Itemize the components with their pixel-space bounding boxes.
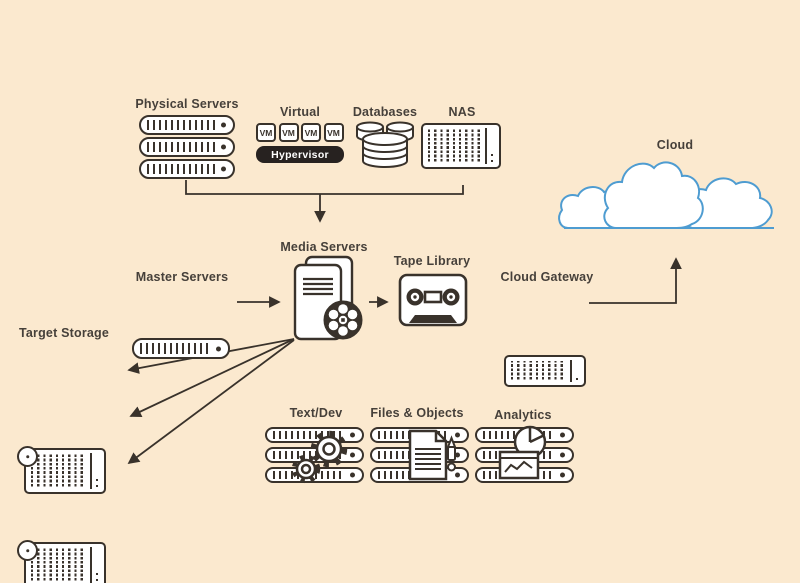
rack-led	[350, 452, 355, 458]
databases-label: Databases	[352, 105, 418, 119]
physical-servers-icon	[139, 115, 235, 179]
rack-stripes	[273, 431, 345, 439]
vm-icon: VM	[278, 123, 299, 142]
storage-dot	[95, 478, 98, 481]
server-rack-icon	[139, 115, 235, 135]
storage-dot	[95, 572, 98, 575]
rack-led	[455, 472, 460, 478]
rack-stripes	[147, 120, 216, 130]
storage-divider	[90, 547, 92, 583]
tape-library-icon	[398, 273, 468, 327]
nas-label: NAS	[448, 105, 476, 119]
rack-led	[560, 432, 565, 438]
files-objects-label: Files & Objects	[370, 406, 464, 420]
cloud-icon	[558, 161, 774, 229]
cloud-gateway-icon	[504, 355, 586, 387]
gateway-divider	[570, 360, 572, 382]
vm-group-icon: VM VM VM VM	[256, 123, 344, 142]
analytics-label: Analytics	[494, 408, 552, 422]
target-storage-label: Target Storage	[18, 326, 110, 340]
server-rack-icon	[139, 137, 235, 157]
storage-dot	[95, 578, 98, 581]
rack-led	[350, 472, 355, 478]
text-dev-label: Text/Dev	[289, 406, 343, 420]
disk-badge-center	[25, 454, 30, 459]
target-storage-unit-1	[17, 446, 106, 494]
document-icon	[408, 429, 457, 481]
vm-icon: VM	[323, 123, 344, 142]
gateway-drive-grid	[511, 361, 567, 381]
cloud-label: Cloud	[656, 138, 694, 152]
connector-top-bracket	[185, 180, 464, 195]
nas-dot	[490, 159, 493, 162]
rack-led	[560, 472, 565, 478]
vm-icon: VM	[301, 123, 321, 142]
rack-stripes	[147, 142, 216, 152]
disk-badge-center	[25, 548, 30, 553]
rack-led	[216, 346, 221, 351]
target-storage-unit-2	[17, 540, 106, 583]
pen-icon	[446, 435, 457, 472]
rack-led	[455, 452, 460, 458]
rack-led	[350, 432, 355, 438]
tape-library-label: Tape Library	[393, 254, 471, 268]
nas-dot	[490, 153, 493, 156]
physical-servers-label: Physical Servers	[135, 97, 239, 111]
rack-stripes	[273, 451, 345, 459]
rack-led	[221, 166, 226, 172]
hypervisor-bar: Hypervisor	[256, 146, 344, 163]
nas-divider	[485, 128, 487, 164]
connector-gateway-to-cloud	[589, 257, 682, 304]
vm-icon: VM	[256, 123, 276, 142]
disk-badge-icon	[17, 446, 38, 467]
disk-badge-icon	[17, 540, 38, 561]
connector-media-to-storage-3	[127, 339, 295, 465]
databases-icon	[356, 121, 414, 168]
storage-divider	[90, 453, 92, 489]
storage-dot	[95, 484, 98, 487]
gateway-dot	[575, 377, 578, 380]
cloud-gateway-label: Cloud Gateway	[500, 270, 594, 284]
virtual-label: Virtual	[279, 105, 321, 119]
server-rack-icon	[265, 427, 364, 443]
rack-led	[455, 432, 460, 438]
rack-stripes	[140, 343, 211, 354]
master-servers-label: Master Servers	[135, 270, 229, 284]
nas-icon	[421, 123, 501, 169]
rack-led	[560, 452, 565, 458]
rack-led	[221, 122, 226, 128]
media-servers-icon	[293, 255, 363, 341]
server-rack-icon	[139, 159, 235, 179]
storage-drive-grid	[31, 454, 87, 488]
gears-icon	[291, 430, 348, 484]
rack-led	[221, 144, 226, 150]
tape-reel-icon	[323, 300, 363, 340]
media-servers-label: Media Servers	[280, 240, 368, 254]
connector-media-to-storage-2	[129, 338, 295, 418]
master-servers-icon	[132, 338, 230, 359]
storage-drive-grid	[31, 548, 87, 582]
line-graph-icon	[498, 450, 540, 480]
rack-stripes	[147, 164, 216, 174]
nas-drive-grid	[428, 129, 482, 163]
charts-icon	[498, 425, 547, 480]
